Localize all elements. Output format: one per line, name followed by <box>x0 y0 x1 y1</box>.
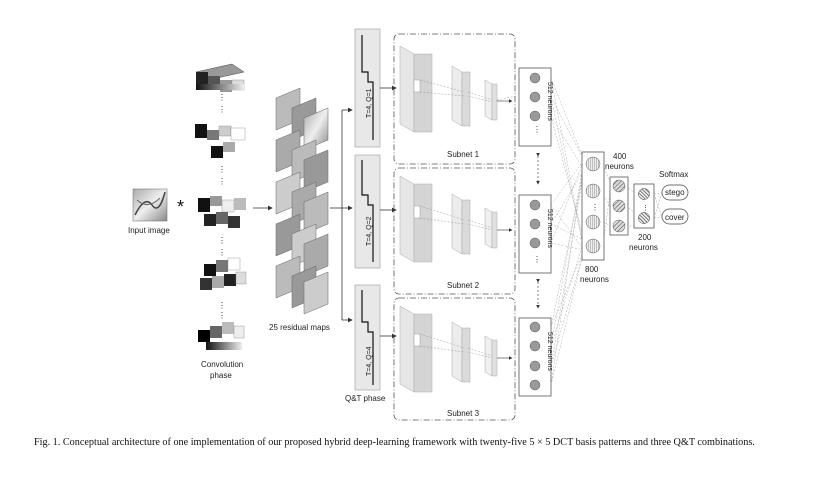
subnet-3 <box>393 297 516 421</box>
fc-connections <box>550 77 637 386</box>
dct-pattern-3 <box>198 196 246 228</box>
qt3-label: T=4, Q=4 <box>366 346 373 376</box>
subnet1-label: Subnet 1 <box>447 150 480 159</box>
cover-label: cover <box>665 213 685 222</box>
fc800-label-2: neurons <box>580 275 609 284</box>
input-image-label: Input image <box>128 226 170 235</box>
stego-label: stego <box>665 188 685 197</box>
fc-512-column-1: ⋮ <box>518 67 552 147</box>
dct-pattern-2 <box>195 124 246 158</box>
svg-text:⋮: ⋮ <box>218 311 226 320</box>
qt-box-2 <box>354 154 397 269</box>
fc-800-column: ⋮ <box>581 151 605 261</box>
fc400-label-1: 400 <box>613 152 627 161</box>
dct-pattern-4 <box>200 257 247 290</box>
svg-text:⋮: ⋮ <box>218 236 226 245</box>
branch-arrows <box>330 107 353 323</box>
dct-pattern-5 <box>198 322 245 350</box>
svg-text:⋮: ⋮ <box>218 301 226 310</box>
fc-512-column-3 <box>518 317 552 397</box>
subnet2-label: Subnet 2 <box>447 281 480 290</box>
fc-512-column-2: ⋮ <box>518 194 552 274</box>
svg-text:⋮: ⋮ <box>218 165 226 174</box>
subnet3-label: Subnet 3 <box>447 409 480 418</box>
svg-text:⋮: ⋮ <box>533 125 541 134</box>
svg-text:⋮: ⋮ <box>218 93 226 102</box>
fc800-label-1: 800 <box>585 265 599 274</box>
qt-box-1 <box>354 28 397 148</box>
qt1-label: T=4, Q=1 <box>366 88 373 118</box>
subnet-2 <box>393 167 516 295</box>
convolution-operator: * <box>177 197 184 217</box>
svg-text:⋮: ⋮ <box>218 105 226 114</box>
figure-caption: Fig. 1. Conceptual architecture of one i… <box>34 437 755 448</box>
residual-maps-stack <box>275 87 329 315</box>
fc2-label: 512 neurons <box>546 209 553 248</box>
residual-maps-label: 25 residual maps <box>269 323 330 332</box>
qt-phase-label: Q&T phase <box>345 394 386 403</box>
dct-pattern-1 <box>195 63 245 92</box>
softmax-label: Softmax <box>659 170 688 179</box>
architecture-diagram: Input image * ⋮ ⋮ ⋮ ⋮ <box>128 28 689 421</box>
cover-output-node <box>661 208 689 225</box>
fc200-label-2: neurons <box>629 243 658 252</box>
svg-text:⋮: ⋮ <box>642 205 649 212</box>
fc3-label: 512 neurons <box>546 332 553 371</box>
svg-text:⋮: ⋮ <box>218 177 226 186</box>
fc-200-column: ⋮ <box>633 183 655 229</box>
stego-output-node <box>661 184 689 201</box>
fc400-label-2: neurons <box>605 162 634 171</box>
fc200-label-1: 200 <box>638 233 652 242</box>
input-image <box>132 188 168 222</box>
convolution-phase-label-2: phase <box>210 371 232 380</box>
svg-text:⋮: ⋮ <box>591 203 599 212</box>
fc-400-column <box>609 176 629 236</box>
qt2-label: T=4, Q=2 <box>366 216 373 246</box>
svg-text:⋮: ⋮ <box>533 255 541 264</box>
fc1-label: 512 neurons <box>546 82 553 121</box>
svg-text:⋮: ⋮ <box>218 248 226 257</box>
convolution-phase-label: Convolution <box>201 360 243 369</box>
softmax-connections <box>653 192 663 219</box>
dct-basis-patterns: ⋮ ⋮ ⋮ ⋮ ⋮ ⋮ <box>195 63 247 350</box>
subnet-1 <box>393 33 517 165</box>
qt-box-3 <box>354 284 397 391</box>
